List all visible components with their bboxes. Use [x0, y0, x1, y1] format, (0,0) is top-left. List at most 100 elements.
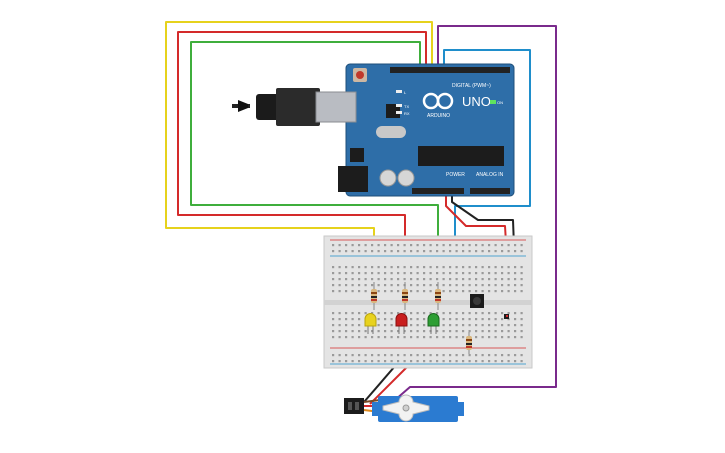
- breadboard-hole[interactable]: [403, 312, 406, 315]
- breadboard-hole[interactable]: [429, 266, 432, 269]
- breadboard-hole[interactable]: [423, 324, 426, 327]
- breadboard-hole[interactable]: [475, 360, 478, 363]
- breadboard-hole[interactable]: [468, 318, 471, 321]
- breadboard-hole[interactable]: [481, 290, 484, 293]
- breadboard-hole[interactable]: [410, 266, 413, 269]
- breadboard-hole[interactable]: [481, 330, 484, 333]
- breadboard-hole[interactable]: [455, 278, 458, 281]
- breadboard-hole[interactable]: [449, 284, 452, 287]
- breadboard-hole[interactable]: [377, 244, 380, 247]
- breadboard-hole[interactable]: [410, 312, 413, 315]
- breadboard-hole[interactable]: [481, 336, 484, 339]
- breadboard-hole[interactable]: [423, 290, 426, 293]
- breadboard-hole[interactable]: [364, 354, 367, 357]
- breadboard-hole[interactable]: [423, 244, 426, 247]
- breadboard-hole[interactable]: [455, 244, 458, 247]
- breadboard-hole[interactable]: [423, 330, 426, 333]
- breadboard-hole[interactable]: [468, 360, 471, 363]
- breadboard-hole[interactable]: [384, 290, 387, 293]
- breadboard-hole[interactable]: [494, 354, 497, 357]
- breadboard-hole[interactable]: [429, 312, 432, 315]
- breadboard-hole[interactable]: [449, 354, 452, 357]
- breadboard-hole[interactable]: [338, 354, 341, 357]
- breadboard-hole[interactable]: [358, 360, 361, 363]
- breadboard-hole[interactable]: [436, 244, 439, 247]
- breadboard-hole[interactable]: [371, 330, 374, 333]
- breadboard-hole[interactable]: [442, 330, 445, 333]
- breadboard-hole[interactable]: [481, 354, 484, 357]
- breadboard-hole[interactable]: [338, 312, 341, 315]
- breadboard-hole[interactable]: [390, 330, 393, 333]
- breadboard-hole[interactable]: [364, 266, 367, 269]
- breadboard-hole[interactable]: [462, 272, 465, 275]
- breadboard-hole[interactable]: [449, 266, 452, 269]
- breadboard-hole[interactable]: [364, 330, 367, 333]
- breadboard-hole[interactable]: [481, 266, 484, 269]
- breadboard-hole[interactable]: [455, 272, 458, 275]
- breadboard-hole[interactable]: [507, 272, 510, 275]
- breadboard-hole[interactable]: [384, 266, 387, 269]
- breadboard-hole[interactable]: [455, 324, 458, 327]
- digital-header[interactable]: [390, 67, 510, 73]
- breadboard-hole[interactable]: [371, 266, 374, 269]
- breadboard-hole[interactable]: [507, 318, 510, 321]
- breadboard-hole[interactable]: [520, 318, 523, 321]
- breadboard-hole[interactable]: [377, 290, 380, 293]
- breadboard-hole[interactable]: [397, 266, 400, 269]
- breadboard-hole[interactable]: [371, 272, 374, 275]
- breadboard-hole[interactable]: [475, 312, 478, 315]
- breadboard-hole[interactable]: [449, 360, 452, 363]
- breadboard-hole[interactable]: [390, 336, 393, 339]
- wire-red[interactable]: [177, 31, 427, 266]
- breadboard-hole[interactable]: [481, 244, 484, 247]
- breadboard-hole[interactable]: [520, 266, 523, 269]
- power-header[interactable]: [412, 188, 464, 194]
- breadboard-hole[interactable]: [501, 336, 504, 339]
- breadboard-hole[interactable]: [416, 318, 419, 321]
- breadboard-hole[interactable]: [338, 266, 341, 269]
- breadboard-hole[interactable]: [455, 284, 458, 287]
- breadboard-hole[interactable]: [494, 244, 497, 247]
- breadboard-hole[interactable]: [507, 250, 510, 253]
- breadboard-hole[interactable]: [494, 336, 497, 339]
- breadboard-hole[interactable]: [442, 244, 445, 247]
- breadboard-hole[interactable]: [403, 272, 406, 275]
- breadboard-hole[interactable]: [397, 336, 400, 339]
- resistor-3[interactable]: [435, 282, 441, 310]
- breadboard-hole[interactable]: [429, 290, 432, 293]
- breadboard-hole[interactable]: [358, 272, 361, 275]
- breadboard-hole[interactable]: [390, 354, 393, 357]
- breadboard-hole[interactable]: [520, 244, 523, 247]
- breadboard-hole[interactable]: [403, 330, 406, 333]
- breadboard-hole[interactable]: [520, 360, 523, 363]
- breadboard-hole[interactable]: [507, 278, 510, 281]
- breadboard-hole[interactable]: [507, 330, 510, 333]
- breadboard-hole[interactable]: [494, 250, 497, 253]
- breadboard-hole[interactable]: [475, 336, 478, 339]
- breadboard-hole[interactable]: [416, 266, 419, 269]
- breadboard-hole[interactable]: [345, 324, 348, 327]
- breadboard-hole[interactable]: [488, 324, 491, 327]
- breadboard-hole[interactable]: [332, 272, 335, 275]
- breadboard-hole[interactable]: [442, 250, 445, 253]
- breadboard-hole[interactable]: [332, 250, 335, 253]
- breadboard-hole[interactable]: [436, 250, 439, 253]
- breadboard-hole[interactable]: [377, 330, 380, 333]
- breadboard-hole[interactable]: [351, 324, 354, 327]
- breadboard-hole[interactable]: [358, 318, 361, 321]
- breadboard-hole[interactable]: [494, 284, 497, 287]
- breadboard[interactable]: [323, 235, 533, 369]
- breadboard-hole[interactable]: [436, 336, 439, 339]
- breadboard-hole[interactable]: [520, 284, 523, 287]
- breadboard-hole[interactable]: [501, 250, 504, 253]
- breadboard-hole[interactable]: [332, 312, 335, 315]
- breadboard-hole[interactable]: [468, 250, 471, 253]
- breadboard-hole[interactable]: [488, 272, 491, 275]
- breadboard-hole[interactable]: [442, 324, 445, 327]
- breadboard-hole[interactable]: [338, 324, 341, 327]
- breadboard-hole[interactable]: [507, 312, 510, 315]
- breadboard-hole[interactable]: [488, 360, 491, 363]
- green-led[interactable]: [427, 313, 440, 335]
- breadboard-hole[interactable]: [384, 244, 387, 247]
- breadboard-hole[interactable]: [501, 324, 504, 327]
